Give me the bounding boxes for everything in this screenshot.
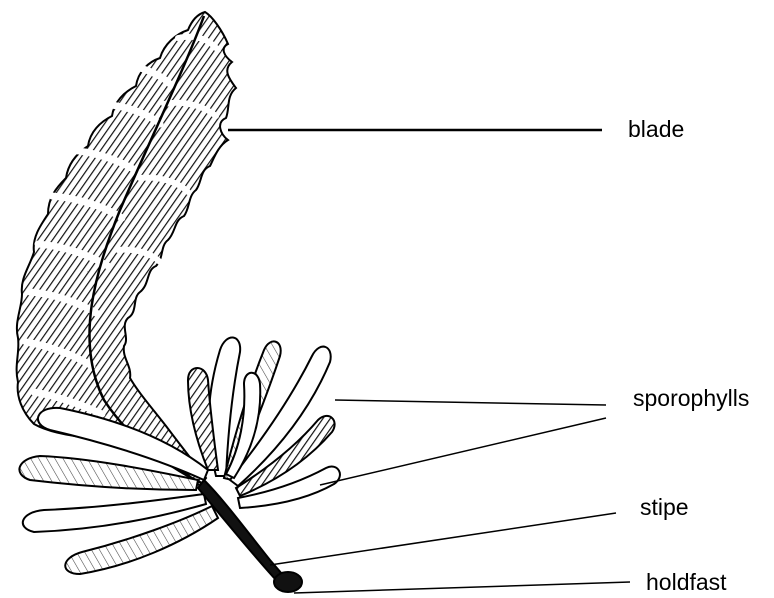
sporophylls-leader-line-lower <box>320 418 606 485</box>
holdfast-label: holdfast <box>646 571 727 594</box>
blade-label: blade <box>628 118 684 141</box>
sporophylls-leader-line-upper <box>335 400 606 405</box>
holdfast-illustration <box>274 572 302 592</box>
stipe-leader-line <box>270 513 616 565</box>
stipe-label: stipe <box>640 496 689 519</box>
sporophylls-label: sporophylls <box>633 387 749 410</box>
holdfast-leader-line <box>294 582 630 593</box>
